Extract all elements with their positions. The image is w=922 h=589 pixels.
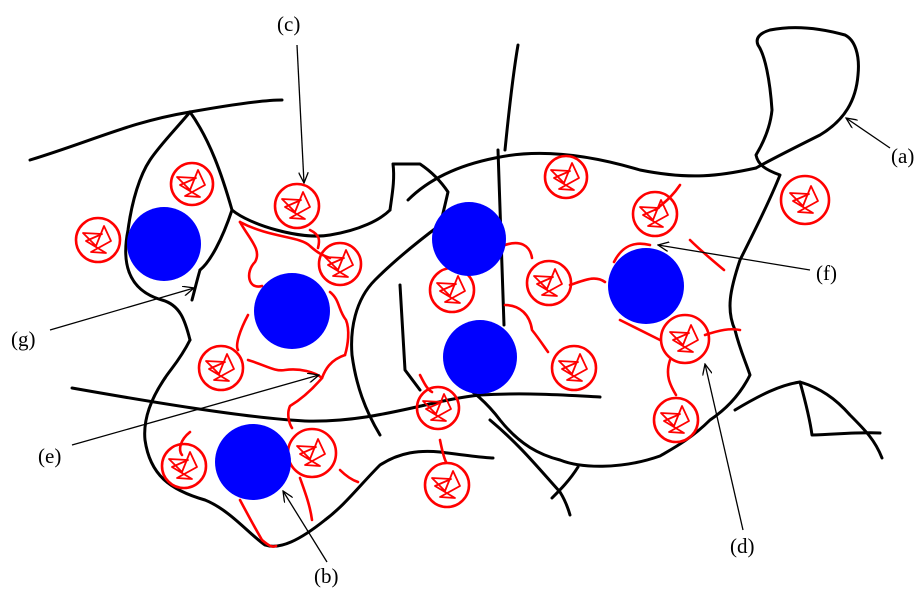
polymer-coils (74, 154, 831, 509)
filler-particle (608, 248, 684, 324)
filler-particle (432, 202, 506, 276)
label-f: (f) (816, 261, 837, 285)
label-b: (b) (314, 564, 339, 588)
filler-particles (127, 202, 684, 500)
label-g: (g) (11, 327, 36, 351)
labels: (a) (b) (c) (d) (e) (f) (g) (11, 12, 914, 588)
polymer-coil (317, 241, 363, 287)
filler-particle (215, 424, 291, 500)
polymer-coil (652, 396, 700, 444)
label-e: (e) (38, 444, 61, 468)
filler-particle (443, 320, 517, 394)
matrix-boundaries (28, 26, 884, 548)
label-a: (a) (891, 144, 914, 168)
polymer-coil (631, 190, 679, 238)
polymer-coil (423, 461, 471, 509)
label-c: (c) (277, 12, 300, 36)
filler-particle (254, 273, 330, 349)
polymer-coil (273, 182, 321, 230)
polymer-coil (197, 344, 245, 392)
polymer-coil (543, 154, 589, 200)
polymer-coil (415, 385, 461, 431)
polymer-coil (169, 161, 215, 207)
polymer-coil (550, 344, 598, 392)
label-arrows (49, 44, 891, 563)
tie-chains (178, 183, 742, 548)
filler-particle (127, 207, 201, 281)
polymer-coil (74, 216, 122, 264)
polymer-coil (160, 442, 208, 490)
polymer-coil (779, 174, 831, 226)
polymer-coil (286, 427, 338, 479)
polymer-coil (659, 313, 711, 365)
polymer-coil (525, 259, 573, 307)
label-d: (d) (730, 534, 755, 558)
